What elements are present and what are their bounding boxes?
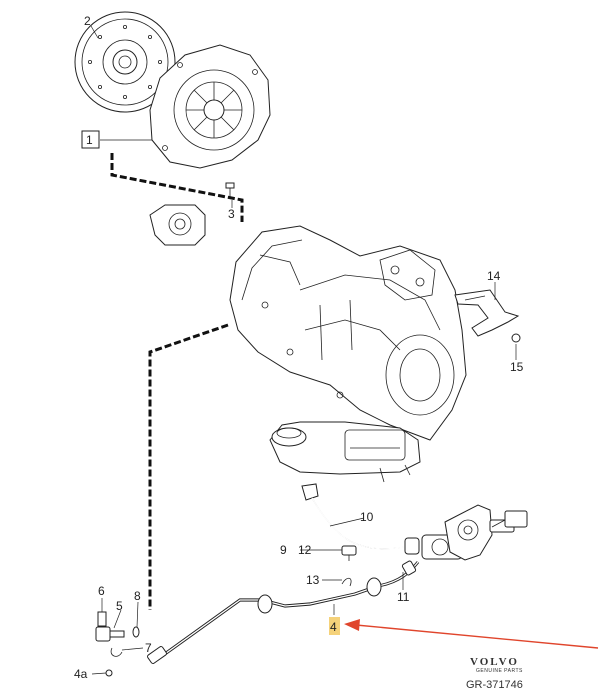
callout-arrow: [344, 619, 599, 649]
pressure-plate: [149, 44, 271, 169]
label-part-3[interactable]: 3: [228, 207, 235, 221]
gearbox: [229, 225, 467, 441]
dashed-line-lower: [148, 323, 229, 610]
label-part-5[interactable]: 5: [116, 599, 123, 613]
connector-12: [341, 545, 357, 561]
clip-7: [110, 647, 123, 657]
brand-tagline: GENUINE PARTS: [476, 668, 523, 674]
label-part-2[interactable]: 2: [84, 14, 91, 28]
bracket-14: [454, 289, 520, 337]
cap-4a: [105, 669, 113, 677]
master-cylinder: [404, 504, 528, 561]
label-part-1[interactable]: 1: [86, 133, 93, 147]
pipe-11: [377, 560, 420, 588]
label-part-15[interactable]: 15: [510, 360, 524, 374]
brand-logo: VOLVO: [470, 656, 519, 668]
clip-13: [341, 577, 352, 587]
o-ring-8: [132, 626, 140, 638]
label-part-13[interactable]: 13: [306, 573, 320, 587]
fluid-reservoir: [269, 421, 421, 483]
label-part-12[interactable]: 12: [298, 543, 312, 557]
clutch-line-4: [147, 577, 382, 664]
dashed-line-upper: [110, 153, 244, 222]
hose-10: [301, 483, 411, 550]
release-bearing: [149, 204, 206, 246]
leader-lines: [90, 25, 517, 675]
bolt-3: [225, 182, 235, 198]
label-part-10[interactable]: 10: [360, 510, 374, 524]
label-part-9[interactable]: 9: [280, 543, 287, 557]
fitting-5: [95, 626, 125, 642]
nut-15: [511, 333, 521, 343]
label-part-4[interactable]: 4: [330, 620, 337, 634]
label-part-7[interactable]: 7: [145, 641, 152, 655]
part-1-box: [81, 130, 100, 149]
label-part-14[interactable]: 14: [487, 269, 501, 283]
label-part-11[interactable]: 11: [397, 590, 410, 604]
label-part-6[interactable]: 6: [98, 584, 105, 598]
label-part-8[interactable]: 8: [134, 589, 141, 603]
clutch-disc: [74, 11, 176, 113]
label-part-4a[interactable]: 4a: [74, 667, 88, 681]
drawing-reference: GR-371746: [466, 679, 523, 691]
part-4-highlight: [329, 617, 340, 635]
bleeder-6: [97, 611, 107, 627]
